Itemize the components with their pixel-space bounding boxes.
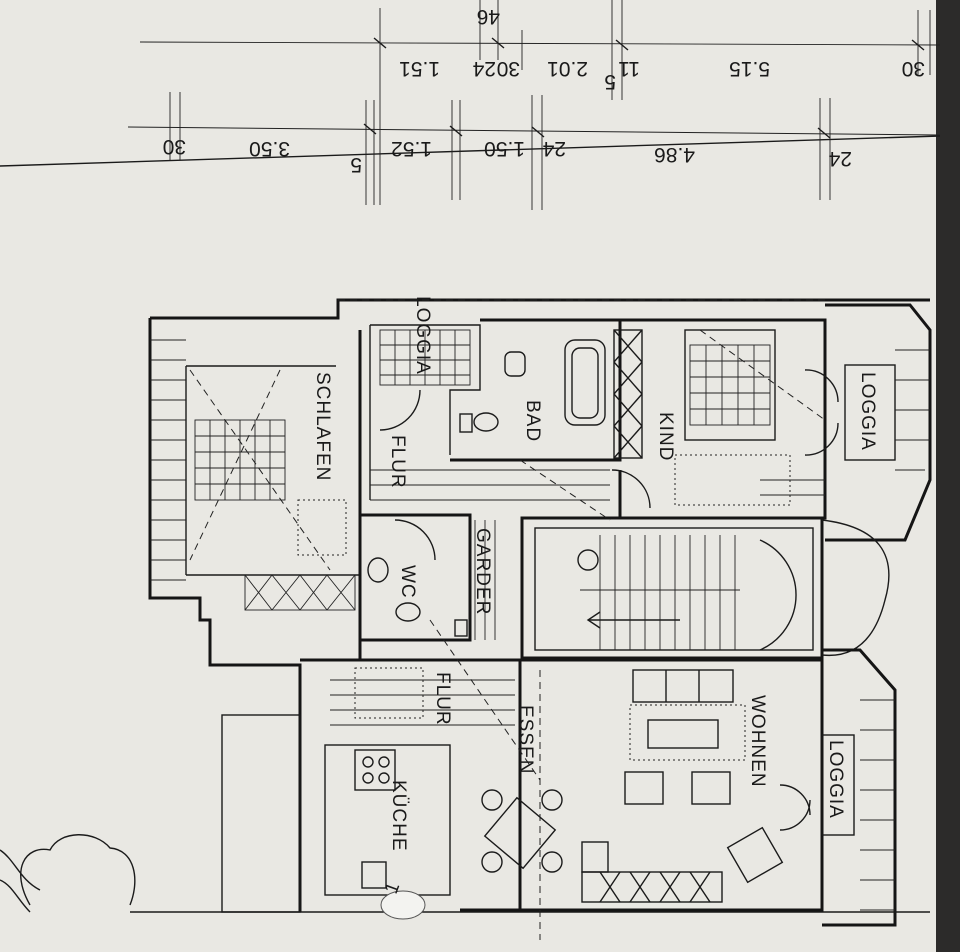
label-bad: BAD <box>522 400 543 442</box>
dimension-labels: 30 5.15 11 5 2.01 30 24 1.51 46 30 3.50 … <box>163 5 925 176</box>
dim-top-30: 30 <box>902 57 925 80</box>
label-essen: ESSEN <box>515 705 536 774</box>
dim-top-151: 1.51 <box>399 57 440 80</box>
dim-second-24: 24 <box>542 137 566 160</box>
walls <box>148 298 932 940</box>
dim-top-201: 2.01 <box>547 57 588 80</box>
dim-second-350: 3.50 <box>249 137 290 160</box>
paper-edge <box>932 0 960 952</box>
dim-top-11: 11 <box>618 57 640 80</box>
paper-sheet <box>0 0 936 952</box>
dim-second-30: 30 <box>163 135 186 158</box>
dim-top-24: 24 <box>472 57 496 80</box>
label-wohnen: WOHNEN <box>747 695 768 788</box>
dim-second-5: 5 <box>350 153 362 176</box>
dim-top-46: 46 <box>477 5 500 28</box>
dim-second-24b: 24 <box>828 147 852 170</box>
dining-table <box>483 796 557 870</box>
label-loggia-right-bottom: LOGGIA <box>825 740 846 819</box>
label-kind: KIND <box>655 412 676 461</box>
dim-second-152: 1.52 <box>391 137 432 160</box>
label-garder: GARDER <box>472 528 493 615</box>
label-kueche: KÜCHE <box>388 780 409 852</box>
wc-room <box>358 513 472 642</box>
label-wc: WC <box>397 565 418 599</box>
rugs <box>297 454 791 761</box>
room-labels: SCHLAFEN FLUR LOGGIA BAD KIND LOGGIA WC … <box>312 296 878 852</box>
dim-top-5: 5 <box>604 70 616 93</box>
dimension-lines <box>0 0 941 210</box>
label-loggia-top: LOGGIA <box>412 296 433 375</box>
dim-second-486: 4.86 <box>654 143 695 166</box>
exterior <box>0 714 930 913</box>
dim-second-150: 1.50 <box>484 137 525 160</box>
label-loggia-right-top: LOGGIA <box>857 372 878 451</box>
staircase <box>520 516 824 660</box>
dim-top-515: 5.15 <box>729 57 770 80</box>
shed <box>221 714 301 913</box>
label-flur-top: FLUR <box>387 435 408 489</box>
tree-icon <box>20 834 136 906</box>
bathtub <box>564 339 606 426</box>
label-flur-bottom: FLUR <box>432 672 453 726</box>
label-schlafen: SCHLAFEN <box>312 372 333 481</box>
tile-patterns <box>150 329 930 911</box>
dim-top-30b: 30 <box>497 57 520 80</box>
